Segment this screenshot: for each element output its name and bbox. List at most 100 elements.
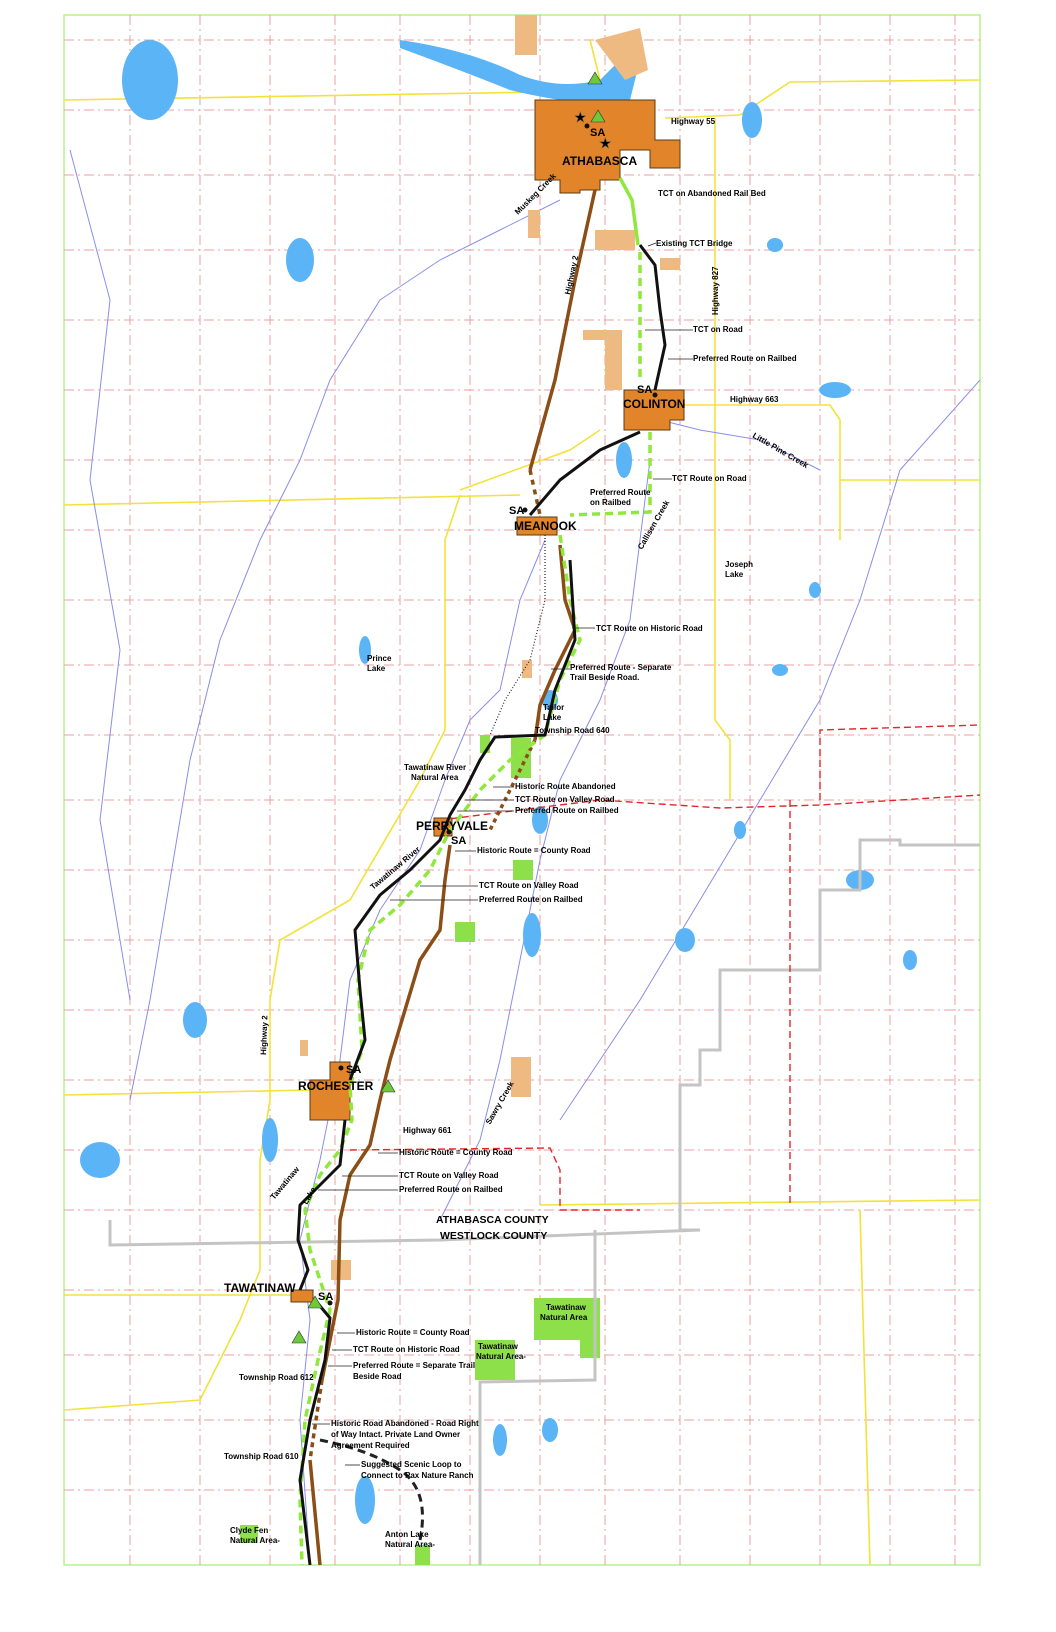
highway-661-label: Highway 661	[403, 1126, 452, 1135]
historic-route-abandoned	[488, 739, 537, 831]
section-grid	[64, 15, 980, 1565]
natural-area-label: Natural Area	[540, 1313, 588, 1322]
staging-area-dot	[338, 1065, 344, 1071]
annotation: Historic Route = County Road	[399, 1148, 513, 1157]
staging-area-dot	[584, 123, 590, 129]
markers: ★ ★	[291, 71, 658, 1344]
scenic-loop	[319, 1438, 424, 1541]
westlock-boundary	[478, 1230, 597, 1565]
natural-area-label: Natural Area-	[230, 1536, 280, 1545]
prince-lake-label: Lake	[367, 664, 386, 673]
township-road-640-label: Township Road 640	[535, 726, 610, 735]
natural-area-label: Tawatinaw	[478, 1342, 519, 1351]
annotation: TCT Route on Road	[672, 474, 747, 483]
star-icon: ★	[574, 109, 587, 125]
highway-55-label: Highway 55	[671, 117, 716, 126]
highway-663-label: Highway 663	[730, 395, 779, 404]
preferred-route-railbed	[296, 1119, 347, 1291]
tailor-lake-label: Lake	[543, 713, 562, 722]
waterways	[69, 40, 981, 1566]
annotation: Historic Route = County Road	[356, 1328, 470, 1337]
natural-area-label: Tawatinaw	[546, 1303, 587, 1312]
town-perryvale: PERRYVALE	[416, 819, 488, 833]
historic-route	[320, 844, 452, 1381]
map-frame	[63, 14, 981, 1566]
annotation: Suggested Scenic Loop to	[361, 1460, 462, 1469]
annotation: Preferred Route = Separate Trail	[353, 1361, 475, 1370]
town-labels: ATHABASCA COLINTON MEANOOK PERRYVALE ROC…	[224, 127, 685, 1303]
staging-area-label: SA	[590, 127, 605, 139]
highway-2-label: Highway 2	[259, 1015, 269, 1055]
annotation: TCT on Abandoned Rail Bed	[658, 189, 766, 198]
town-athabasca: ATHABASCA	[562, 154, 637, 168]
preferred-route-railbed	[638, 244, 667, 391]
annotation: Trail Beside Road.	[570, 673, 639, 682]
township-road-612-label: Township Road 612	[239, 1373, 314, 1382]
county-westlock: WESTLOCK COUNTY	[440, 1230, 547, 1242]
annotation: TCT Route on Valley Road	[479, 881, 579, 890]
annotation: TCT on Road	[693, 325, 743, 334]
historic-route-dashed	[528, 469, 542, 516]
highway-827-label: Highway 827	[711, 266, 720, 315]
tailor-lake-label: Tailor	[543, 703, 564, 712]
staging-area-label: SA	[509, 505, 524, 517]
county-boundary	[108, 838, 980, 1247]
annotation: Preferred Route	[590, 488, 651, 497]
county-athabasca: ATHABASCA COUNTY	[436, 1214, 549, 1226]
staging-area-dot	[446, 829, 452, 835]
staging-area-label: SA	[318, 1291, 333, 1303]
annotation: of Way Intact. Private Land Owner	[331, 1430, 460, 1439]
lakes	[80, 40, 917, 1524]
campground-icon	[291, 1330, 307, 1344]
annotation: Preferred Route on Railbed	[479, 895, 583, 904]
annotation: Beside Road	[353, 1372, 402, 1381]
annotation: TCT Route on Historic Road	[596, 624, 703, 633]
preferred-route-railbed	[528, 430, 641, 516]
annotation: Historic Route Abandoned	[515, 782, 616, 791]
town-blocks	[290, 99, 685, 1303]
natural-area-label: Natural Area-	[476, 1352, 526, 1361]
staging-area-label: SA	[346, 1064, 361, 1076]
staging-area-dot	[522, 507, 528, 513]
staging-area-label: SA	[637, 384, 652, 396]
annotation: Agreement Required	[331, 1441, 410, 1450]
trail-routes	[296, 177, 667, 1566]
historic-route	[308, 1459, 322, 1566]
staging-area-dot	[327, 1300, 333, 1306]
town-rochester: ROCHESTER	[298, 1079, 374, 1093]
campground-icon	[590, 109, 606, 123]
natural-area-label: Tawatinaw River	[404, 763, 466, 772]
town-meanook: MEANOOK	[514, 519, 577, 533]
natural-area-labels: Tawatinaw River Natural Area Tawatinaw N…	[230, 763, 588, 1549]
land-parcels	[300, 15, 680, 1280]
railway	[489, 535, 546, 736]
joseph-lake-label: Lake	[725, 570, 744, 579]
annotation: TCT Route on Historic Road	[353, 1345, 460, 1354]
campground-icon	[587, 71, 603, 85]
joseph-lake-label: Joseph	[725, 560, 753, 569]
staging-area-dot	[652, 392, 658, 398]
annotation: Preferred Route on Railbed	[515, 806, 619, 815]
annotation: on Railbed	[590, 498, 631, 507]
annotation: Connect to Pax Nature Ranch	[361, 1471, 474, 1480]
prince-lake-label: Prince	[367, 654, 392, 663]
annotation: Preferred Route on Railbed	[693, 354, 797, 363]
annotation: TCT Route on Valley Road	[399, 1171, 499, 1180]
road-labels: Highway 55 Highway 827 Highway 663 Highw…	[224, 117, 779, 1461]
annotation: Preferred Route - Separate	[570, 663, 672, 672]
campground-icon	[380, 1079, 396, 1093]
campground-icon	[307, 1295, 323, 1309]
natural-area-label: Anton Lake	[385, 1530, 429, 1539]
annotation: Existing TCT Bridge	[656, 239, 733, 248]
natural-area-label: Natural Area-	[385, 1540, 435, 1549]
tct-rail-bed	[618, 177, 640, 246]
annotation: TCT Route on Valley Road	[515, 795, 615, 804]
boundary-dashed	[349, 724, 981, 1211]
natural-area-label: Natural Area	[411, 773, 459, 782]
natural-areas	[240, 735, 600, 1565]
route-annotations: TCT on Abandoned Rail Bed Existing TCT B…	[312, 189, 797, 1480]
preferred-route-separate-trail	[298, 1299, 332, 1566]
historic-route	[528, 189, 597, 471]
athabasca-river	[400, 40, 640, 105]
historic-route-abandoned	[308, 1379, 324, 1461]
